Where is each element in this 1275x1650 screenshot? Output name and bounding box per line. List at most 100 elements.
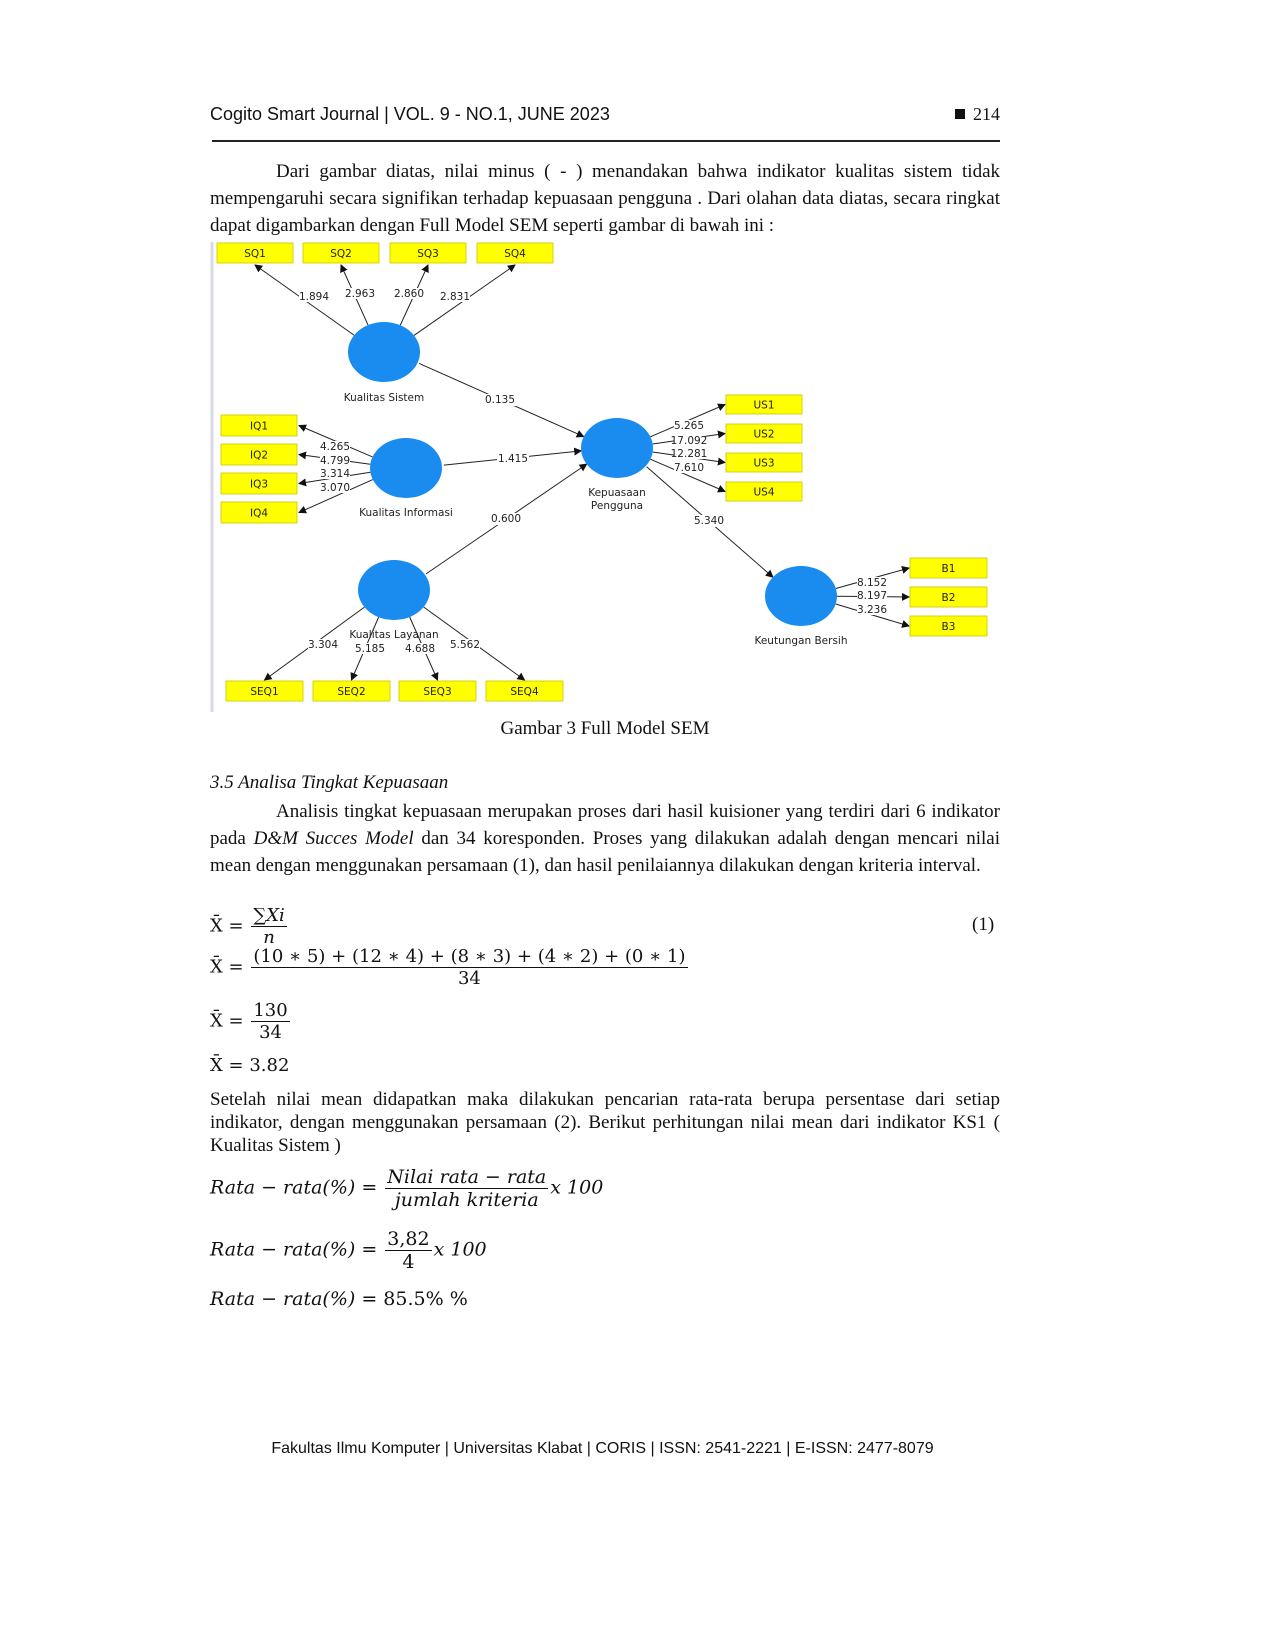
loading-label-bg [674, 448, 704, 459]
loading-label-bg [308, 639, 338, 650]
loading-label-bg [394, 288, 424, 299]
loading-value: 12.281 [671, 448, 708, 460]
equation-4: X̄ = 3.82 [210, 1055, 290, 1076]
indicator-box-seq4 [485, 680, 564, 702]
indicator-box-seq3 [398, 680, 477, 702]
construct-ks-circle [348, 322, 420, 382]
path-coefficient-kp-kb: 5.340 [694, 515, 724, 527]
indicator-box-b2 [909, 586, 988, 608]
path-label-bg [490, 513, 522, 525]
loading-value: 3.314 [320, 468, 350, 480]
loading-label-bg [674, 435, 704, 446]
indicator-label: B1 [942, 563, 956, 575]
indicator-label: US4 [753, 487, 774, 499]
construct-ki-circle [370, 438, 442, 498]
indicator-box-iq1 [220, 414, 298, 437]
path-label-bg [693, 515, 725, 527]
loading-label-bg [450, 639, 480, 650]
construct-kp-circle [581, 418, 653, 478]
header-rule [212, 140, 1000, 142]
construct-label-pengguna: Pengguna [591, 500, 643, 512]
loading-label-bg [320, 482, 350, 493]
loading-arrow-us4 [650, 458, 726, 493]
indicator-label: SEQ3 [423, 686, 451, 698]
loading-label-bg [320, 441, 350, 452]
loading-value: 1.894 [299, 291, 329, 303]
loading-value: 2.963 [345, 288, 375, 300]
indicator-box-sq3 [389, 242, 467, 264]
loading-arrow-iq4 [298, 479, 373, 514]
mean-paragraph: Setelah nilai mean didapatkan maka dilak… [210, 1089, 1000, 1156]
indicator-label: IQ3 [250, 479, 268, 491]
path-label-bg [497, 453, 529, 465]
indicator-label: IQ2 [250, 450, 268, 462]
square-bullet-icon [955, 109, 965, 119]
indicator-label: SQ2 [330, 248, 352, 260]
loading-value: 4.265 [320, 441, 350, 453]
construct-kl-circle [358, 560, 430, 620]
indicator-box-sq4 [476, 242, 554, 264]
indicator-label: SQ3 [417, 248, 439, 260]
indicator-label: IQ1 [250, 421, 268, 433]
indicator-box-iq2 [220, 443, 298, 466]
page-header: Cogito Smart Journal | VOL. 9 - NO.1, JU… [210, 104, 1000, 125]
page-footer: Fakultas Ilmu Komputer | Universitas Kla… [271, 1440, 934, 1457]
intro-paragraph: Dari gambar diatas, nilai minus ( - ) me… [210, 161, 1000, 236]
indicator-box-b3 [909, 615, 988, 637]
indicator-label: US3 [753, 458, 774, 470]
indicator-box-us1 [725, 394, 803, 415]
loading-label-bg [299, 291, 329, 302]
indicator-label: B2 [942, 592, 956, 604]
loading-value: 8.197 [857, 590, 887, 602]
indicator-box-b1 [909, 557, 988, 579]
indicator-label: IQ4 [250, 508, 268, 520]
path-coefficient-kl-kp: 0.600 [491, 513, 521, 525]
loading-value: 3.304 [308, 639, 338, 651]
indicator-box-us4 [725, 481, 803, 502]
indicator-label: SEQ4 [510, 686, 539, 698]
loading-label-bg [320, 468, 350, 479]
path-coefficient-ks-kp: 0.135 [485, 394, 515, 406]
path-label-bg [484, 394, 516, 406]
loading-value: 5.562 [450, 639, 480, 651]
page-number: 214 [955, 104, 1000, 125]
path-coefficient-ki-kp: 1.415 [498, 453, 528, 465]
loading-label-bg [355, 643, 385, 654]
loading-label-bg [674, 462, 704, 473]
indicator-label: SEQ2 [337, 686, 365, 698]
indicator-box-seq1 [225, 680, 304, 702]
loading-value: 7.610 [674, 462, 704, 474]
indicator-box-us2 [725, 423, 803, 444]
loading-label-bg [857, 590, 887, 601]
construct-kb-circle [765, 566, 837, 626]
section-paragraph: Analisis tingkat kepuasaan merupakan pro… [210, 801, 1000, 876]
indicator-box-sq2 [302, 242, 380, 264]
indicator-box-sq1 [216, 242, 294, 264]
loading-label-bg [320, 455, 350, 466]
indicator-label: B3 [942, 621, 956, 633]
figure-caption: Gambar 3 Full Model SEM [500, 718, 710, 739]
loading-label-bg [345, 288, 375, 299]
loading-label-bg [857, 604, 887, 615]
loading-value: 3.236 [857, 604, 887, 616]
loading-label-bg [440, 291, 470, 302]
journal-title: Cogito Smart Journal | VOL. 9 - NO.1, JU… [210, 104, 610, 124]
indicator-box-us3 [725, 452, 803, 473]
loading-value: 5.185 [355, 643, 385, 655]
indicator-label: US2 [753, 429, 774, 441]
indicator-box-seq2 [312, 680, 391, 702]
loading-label-bg [857, 577, 887, 588]
construct-label-kualitas-informasi: Kualitas Informasi [359, 507, 453, 519]
rata-equation-3: Rata − rata(%) = 85.5% % [210, 1288, 468, 1310]
indicator-box-iq4 [220, 501, 298, 524]
indicator-box-iq3 [220, 472, 298, 495]
equation-2: X̄ = (10 ∗ 5) + (12 ∗ 4) + (8 ∗ 3) + (4 … [210, 946, 688, 989]
loading-value: 4.799 [320, 455, 350, 467]
loading-label-bg [674, 420, 704, 431]
loading-value: 2.831 [440, 291, 470, 303]
loading-value: 2.860 [394, 288, 424, 300]
